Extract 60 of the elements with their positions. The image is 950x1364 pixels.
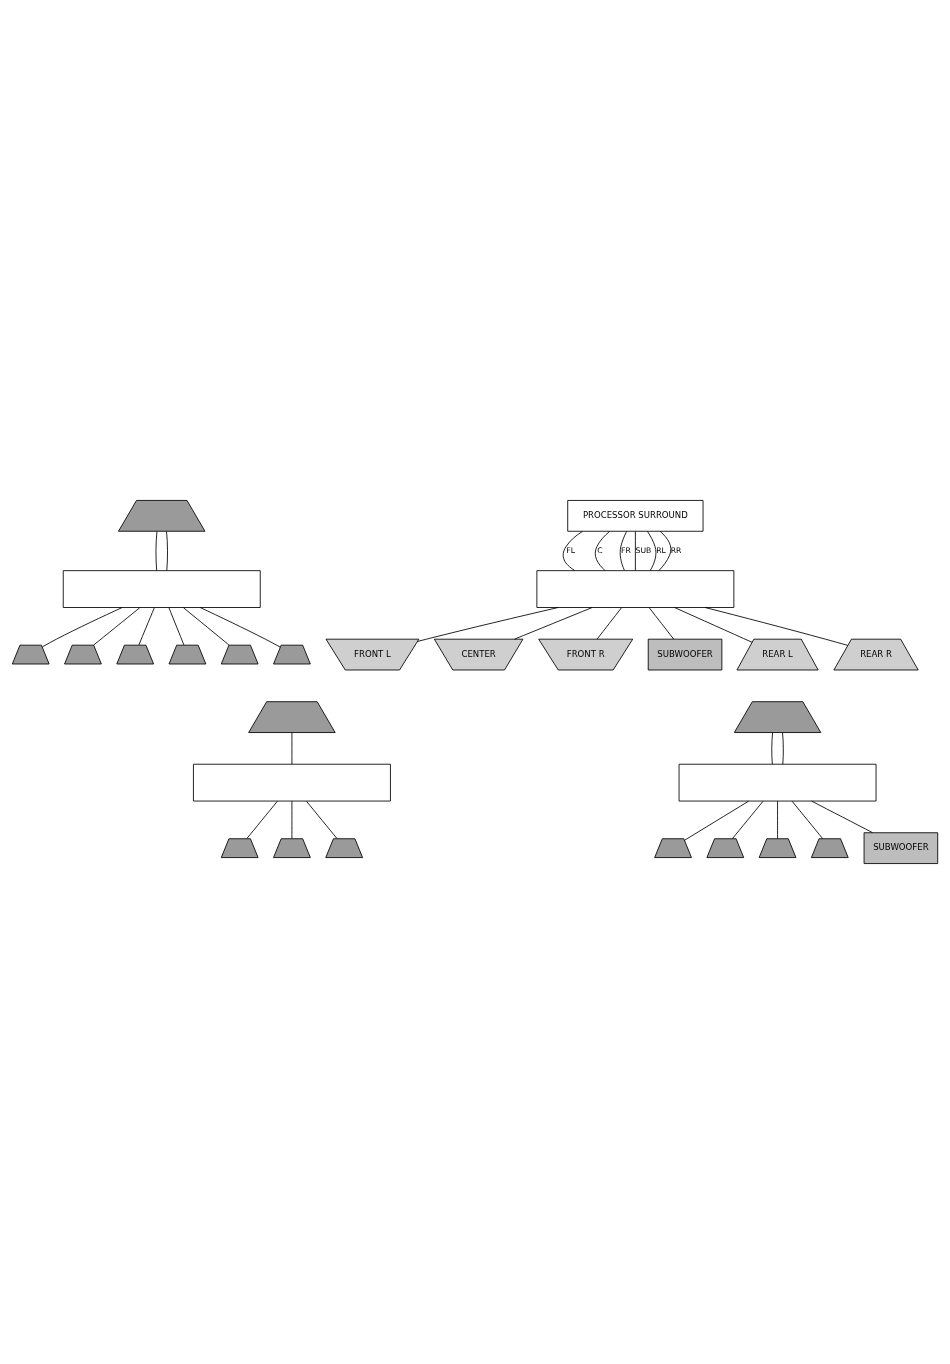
node-amplifier — [536, 570, 735, 608]
connector — [658, 531, 672, 571]
edge-label: RR — [670, 545, 682, 555]
connector — [811, 800, 873, 833]
connector — [291, 732, 293, 765]
node-speaker — [654, 838, 692, 858]
node-speaker — [220, 644, 259, 665]
connector — [155, 531, 158, 572]
edge-label: FL — [566, 545, 576, 555]
connector — [306, 800, 338, 839]
edge-label: SUB — [635, 545, 652, 555]
connector — [619, 531, 627, 571]
connector — [138, 607, 155, 646]
node-speaker — [11, 644, 50, 665]
connector — [596, 607, 622, 640]
connector — [648, 607, 675, 640]
edge-label: RL — [656, 545, 666, 555]
node-speaker — [706, 838, 745, 858]
connector — [674, 607, 753, 643]
connector — [782, 732, 784, 765]
node-speaker — [758, 838, 797, 858]
connector — [166, 531, 168, 572]
connector — [246, 800, 278, 839]
connector — [41, 607, 123, 648]
connector — [183, 607, 230, 646]
node-speaker — [220, 838, 259, 858]
connector — [777, 800, 778, 839]
connector — [684, 800, 750, 841]
node-box: SUBWOOFER — [647, 638, 723, 671]
node-speaker — [325, 838, 363, 858]
connector — [791, 800, 823, 839]
connector — [93, 607, 141, 646]
node-speaker — [273, 644, 311, 665]
node-mixer — [733, 701, 822, 733]
node-mixer — [248, 701, 336, 733]
node-amplifier — [678, 763, 877, 802]
node-amplifier — [193, 763, 391, 802]
connector — [291, 800, 293, 839]
node-amplifier — [62, 570, 261, 608]
node-speaker — [168, 644, 207, 665]
connector — [647, 530, 657, 571]
edge-label: FR — [621, 545, 631, 555]
node-speaker — [810, 838, 849, 858]
connector — [704, 607, 849, 646]
node-speaker — [64, 644, 102, 665]
node-box: SUBWOOFER — [863, 832, 939, 864]
edge-label: C — [597, 545, 603, 555]
connector — [771, 732, 773, 765]
node-mixer — [118, 500, 206, 532]
connector — [417, 607, 559, 642]
connector — [514, 607, 593, 640]
node-speaker — [273, 838, 311, 858]
connector — [562, 530, 583, 571]
connector — [168, 607, 185, 646]
connector — [634, 531, 636, 572]
node-box: PROCESSOR SURROUND — [567, 500, 704, 532]
connector — [199, 607, 281, 648]
node-speaker — [116, 644, 155, 665]
connector — [732, 800, 764, 839]
connector — [594, 530, 611, 571]
